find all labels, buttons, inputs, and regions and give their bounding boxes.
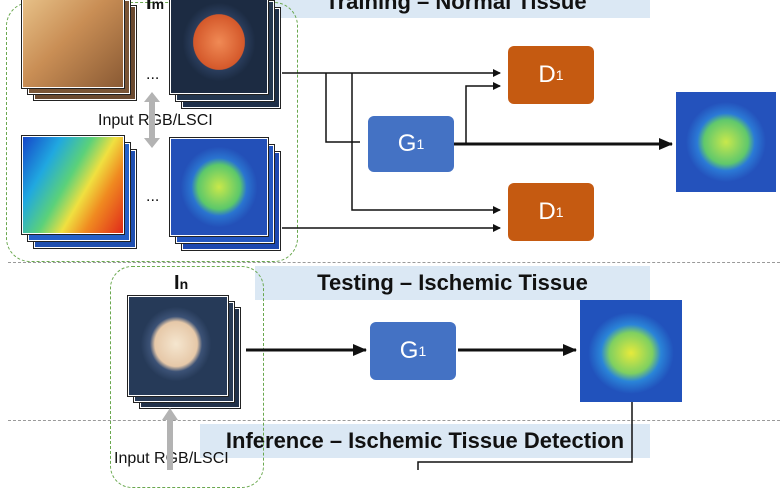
lsci-image-stack-left <box>22 136 142 250</box>
inference-banner: Inference – Ischemic Tissue Detection <box>200 424 650 458</box>
rgb-image-stack-left <box>22 0 142 104</box>
input-label-training: Input RGB/LSCI <box>98 112 213 129</box>
ischemic-rgb-stack <box>128 296 248 408</box>
ellipsis-top: ... <box>146 66 160 83</box>
divider-training-testing <box>8 262 780 263</box>
connection-arrows <box>246 69 673 470</box>
rgb-image-stack-right <box>170 0 290 112</box>
i-m-label: Im <box>146 0 165 14</box>
vertical-double-arrow-icon <box>144 92 160 148</box>
divider-testing-inference <box>8 420 780 421</box>
generated-lsci-output-testing <box>580 300 682 402</box>
up-arrow-icon <box>162 408 178 470</box>
lsci-image-stack-right <box>170 138 290 252</box>
ellipsis-bottom: ... <box>146 188 160 205</box>
testing-banner: Testing – Ischemic Tissue <box>255 266 650 300</box>
training-input-group <box>6 2 298 262</box>
i-n-label: In <box>174 272 189 294</box>
generated-lsci-output-training <box>676 92 776 192</box>
training-banner: Training – Normal Tissue <box>262 0 650 18</box>
